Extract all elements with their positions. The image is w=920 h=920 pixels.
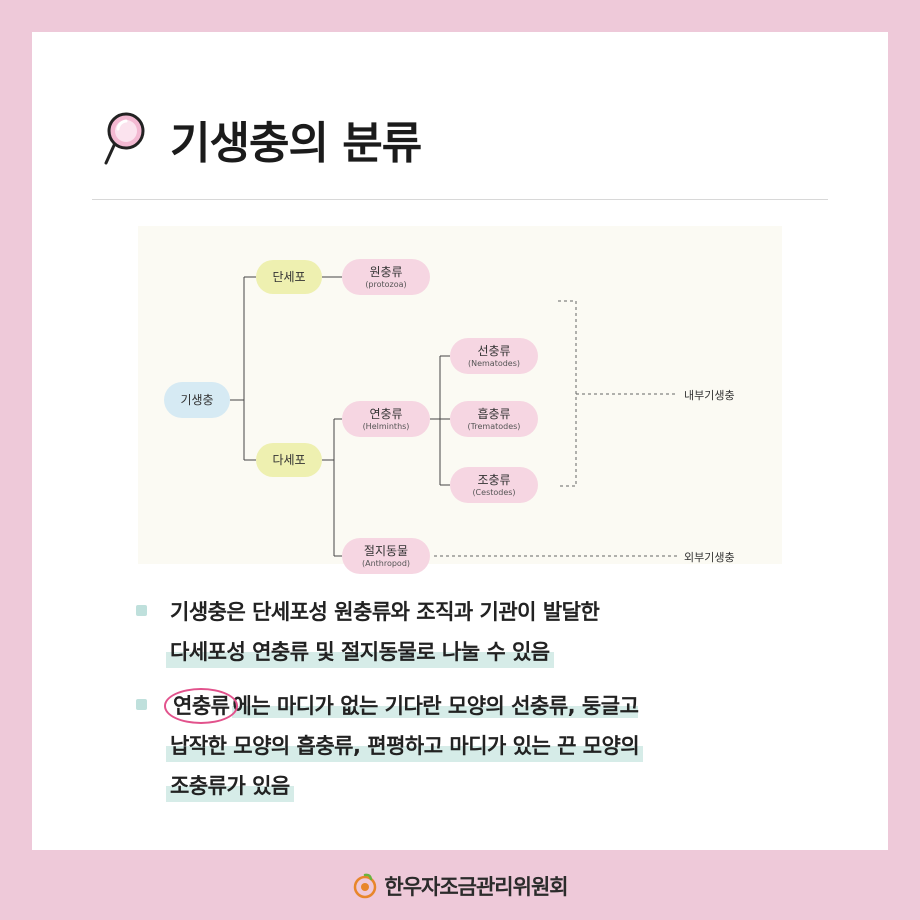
bullet-line-rest: 에는 마디가 없는 기다란 모양의 선충류, 둥글고	[232, 694, 639, 718]
node-label: 조충류	[477, 472, 511, 487]
node-sublabel: (Cestodes)	[472, 487, 516, 497]
node-helminths: 연충류 (Helminths)	[342, 401, 430, 437]
bullet-square-icon	[136, 605, 147, 616]
footer-text: 한우자조금관리위원회	[384, 875, 568, 899]
footer: 한우자조금관리위원회	[0, 866, 920, 906]
node-unicellular: 단세포	[256, 260, 322, 294]
node-multicellular: 다세포	[256, 443, 322, 477]
bullet-item: 기생충은 단세포성 원충류와 조직과 기관이 발달한 다세포성 연충류 및 절지…	[132, 592, 832, 672]
classification-diagram: 기생충 단세포 다세포 원충류 (protozoa) 연충류 (Helminth…	[138, 226, 782, 574]
node-label: 선충류	[477, 343, 511, 358]
node-sublabel: (Anthropod)	[361, 558, 411, 568]
node-sublabel: (Helminths)	[362, 421, 410, 431]
divider	[92, 199, 828, 200]
node-sublabel: (Nematodes)	[467, 358, 521, 368]
node-cestodes: 조충류 (Cestodes)	[450, 467, 538, 503]
diagram-connectors	[230, 276, 678, 557]
bullet-line: 다세포성 연충류 및 절지동물로 나눌 수 있음	[166, 636, 554, 668]
node-sublabel: (protozoa)	[365, 279, 407, 289]
node-nematodes: 선충류 (Nematodes)	[450, 338, 538, 374]
node-label: 단세포	[272, 270, 306, 284]
node-sublabel: (Trematodes)	[467, 421, 521, 431]
bullet-list: 기생충은 단세포성 원충류와 조직과 기관이 발달한 다세포성 연충류 및 절지…	[132, 592, 832, 820]
node-label: 절지동물	[363, 543, 409, 558]
bullet-square-icon	[136, 699, 147, 710]
node-label: 원충류	[369, 264, 403, 279]
node-trematodes: 흡충류 (Trematodes)	[450, 401, 538, 437]
logo-icon	[354, 873, 377, 899]
node-protozoa: 원충류 (protozoa)	[342, 259, 430, 295]
magnifier-icon	[104, 112, 145, 165]
bullet-line: 기생충은 단세포성 원충류와 조직과 기관이 발달한	[170, 600, 600, 624]
bullet-line: 납작한 모양의 흡충류, 편평하고 마디가 있는 끈 모양의	[166, 730, 644, 762]
node-arthropod: 절지동물 (Anthropod)	[342, 538, 430, 574]
node-parasite: 기생충	[164, 382, 230, 418]
circled-term: 연충류	[163, 688, 239, 724]
content-card: 기생충의 분류 기생충	[32, 32, 888, 850]
bullet-line: 조충류가 있음	[166, 770, 294, 802]
node-label: 다세포	[272, 453, 306, 467]
node-label: 연충류	[369, 406, 403, 421]
node-label: 기생충	[180, 393, 214, 407]
label-internal-parasite: 내부기생충	[684, 389, 735, 402]
title-row: 기생충의 분류	[102, 104, 422, 174]
node-label: 흡충류	[477, 406, 511, 421]
page-title: 기생충의 분류	[170, 118, 422, 169]
label-external-parasite: 외부기생충	[684, 551, 735, 564]
